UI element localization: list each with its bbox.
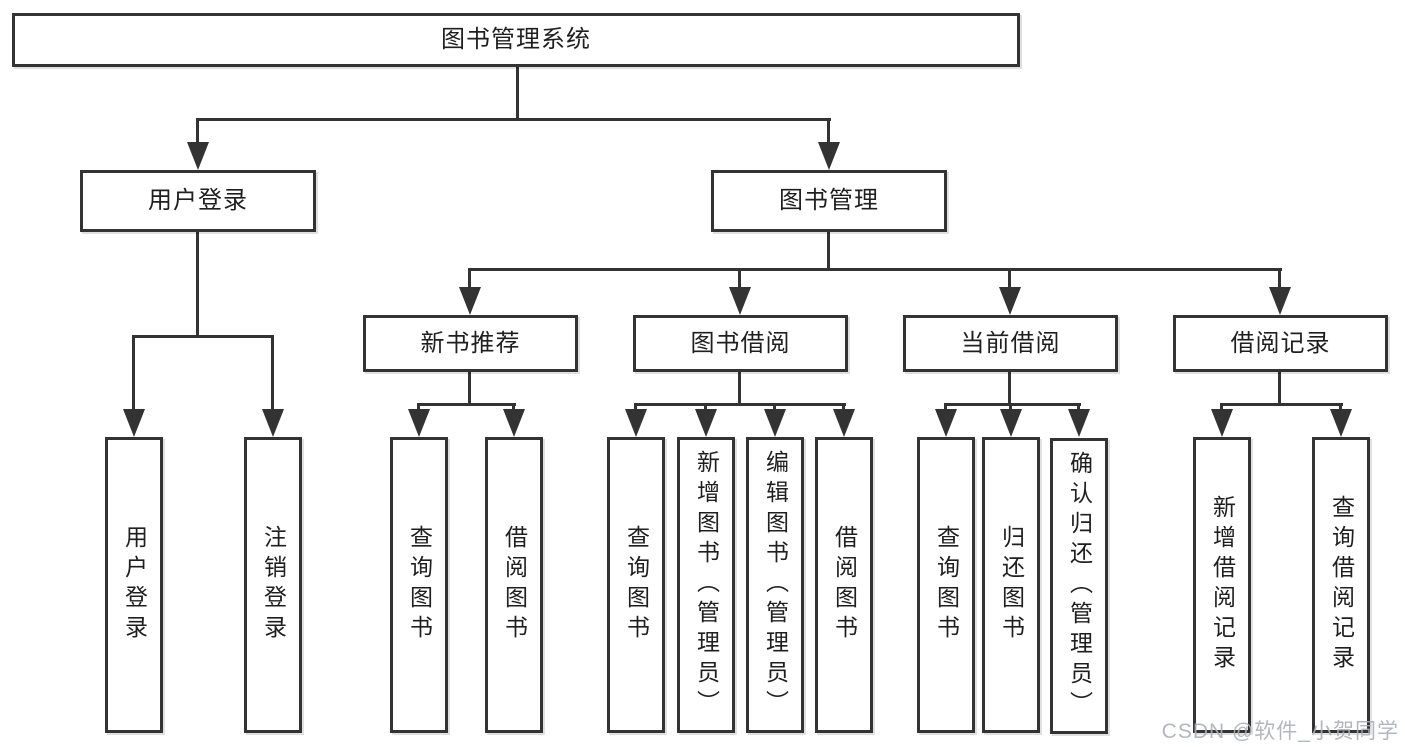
connector-vline xyxy=(196,118,199,150)
node-book-management: 图书管理 xyxy=(711,170,947,232)
arrowhead-down-icon xyxy=(187,142,209,170)
node-label: 注销登录 xyxy=(260,525,287,645)
connector-vline xyxy=(132,335,135,413)
node-leaf-query-books-borrowing: 查询图书 xyxy=(607,437,665,733)
node-label: 查询图书 xyxy=(933,525,960,645)
node-label: 借阅图书 xyxy=(501,525,528,645)
node-leaf-logout: 注销登录 xyxy=(244,437,302,733)
node-label: 查询图书 xyxy=(623,525,650,645)
node-leaf-edit-books-admin: 编辑图书（管理员） xyxy=(746,437,804,733)
node-label: 归还图书 xyxy=(998,525,1025,645)
arrowhead-down-icon xyxy=(625,409,647,437)
node-label: 借阅图书 xyxy=(831,525,858,645)
node-user-login: 用户登录 xyxy=(80,170,316,232)
arrowhead-down-icon xyxy=(1000,409,1022,437)
connector-vline xyxy=(271,335,274,413)
node-label: 借阅记录 xyxy=(1230,329,1331,357)
csdn-watermark: CSDN @软件_小贺同学 xyxy=(1161,720,1399,743)
connector-hline xyxy=(196,118,831,121)
node-label: 查询图书 xyxy=(406,525,433,645)
arrowhead-down-icon xyxy=(935,409,957,437)
node-current-borrowing: 当前借阅 xyxy=(903,315,1118,372)
arrowhead-down-icon xyxy=(262,409,284,437)
connector-vline xyxy=(738,268,741,292)
node-library-management-system: 图书管理系统 xyxy=(12,13,1020,67)
connector-vline xyxy=(827,118,830,150)
connector-vline xyxy=(1278,268,1281,292)
connector-hline xyxy=(634,403,846,406)
connector-vline xyxy=(738,371,741,406)
arrowhead-down-icon xyxy=(833,409,855,437)
node-leaf-add-books-admin: 新增图书（管理员） xyxy=(677,437,735,733)
node-borrowing-records: 借阅记录 xyxy=(1173,315,1388,372)
arrowhead-down-icon xyxy=(729,287,751,315)
connector-hline xyxy=(132,335,274,338)
connector-vline xyxy=(468,268,471,292)
node-leaf-return-books: 归还图书 xyxy=(982,437,1040,733)
arrowhead-down-icon xyxy=(1269,287,1291,315)
node-leaf-borrow-books-recommend: 借阅图书 xyxy=(485,437,543,733)
connector-vline xyxy=(196,231,199,338)
node-label: 新书推荐 xyxy=(420,329,521,357)
connector-hline xyxy=(417,403,516,406)
connector-vline xyxy=(516,66,519,121)
node-book-borrowing: 图书借阅 xyxy=(633,315,848,372)
arrowhead-down-icon xyxy=(695,409,717,437)
connector-vline xyxy=(1278,371,1281,406)
node-label: 新增借阅记录 xyxy=(1209,495,1236,675)
arrowhead-down-icon xyxy=(818,142,840,170)
node-label: 用户登录 xyxy=(148,187,248,214)
node-label: 新增图书（管理员） xyxy=(693,450,720,720)
node-label: 图书管理 xyxy=(779,187,879,214)
node-leaf-add-borrow-record: 新增借阅记录 xyxy=(1193,437,1251,733)
node-label: 编辑图书（管理员） xyxy=(762,450,789,720)
arrowhead-down-icon xyxy=(503,409,525,437)
node-label: 当前借阅 xyxy=(960,329,1061,357)
node-label: 用户登录 xyxy=(121,525,148,645)
arrowhead-down-icon xyxy=(459,287,481,315)
node-leaf-query-books-recommend: 查询图书 xyxy=(390,437,448,733)
connector-vline xyxy=(1008,371,1011,406)
connector-hline xyxy=(1220,403,1343,406)
arrowhead-down-icon xyxy=(1330,409,1352,437)
node-label: 确认归还（管理员） xyxy=(1066,451,1093,721)
node-leaf-user-login: 用户登录 xyxy=(105,437,163,733)
node-leaf-confirm-return-admin: 确认归还（管理员） xyxy=(1050,438,1108,734)
node-leaf-query-books-current: 查询图书 xyxy=(917,437,975,733)
node-new-book-recommendation: 新书推荐 xyxy=(363,315,578,372)
arrowhead-down-icon xyxy=(1211,409,1233,437)
arrowhead-down-icon xyxy=(408,409,430,437)
arrowhead-down-icon xyxy=(123,409,145,437)
connector-vline xyxy=(468,371,471,406)
node-label: 查询借阅记录 xyxy=(1328,495,1355,675)
node-leaf-borrow-books: 借阅图书 xyxy=(815,437,873,733)
node-label: 图书借阅 xyxy=(690,329,791,357)
node-label: 图书管理系统 xyxy=(441,26,591,53)
connector-hline xyxy=(468,268,1282,271)
arrowhead-down-icon xyxy=(1068,409,1090,437)
connector-hline xyxy=(944,403,1081,406)
arrowhead-down-icon xyxy=(999,287,1021,315)
connector-vline xyxy=(1008,268,1011,292)
node-leaf-query-borrow-record: 查询借阅记录 xyxy=(1312,437,1370,733)
arrowhead-down-icon xyxy=(764,409,786,437)
connector-vline xyxy=(827,231,830,271)
